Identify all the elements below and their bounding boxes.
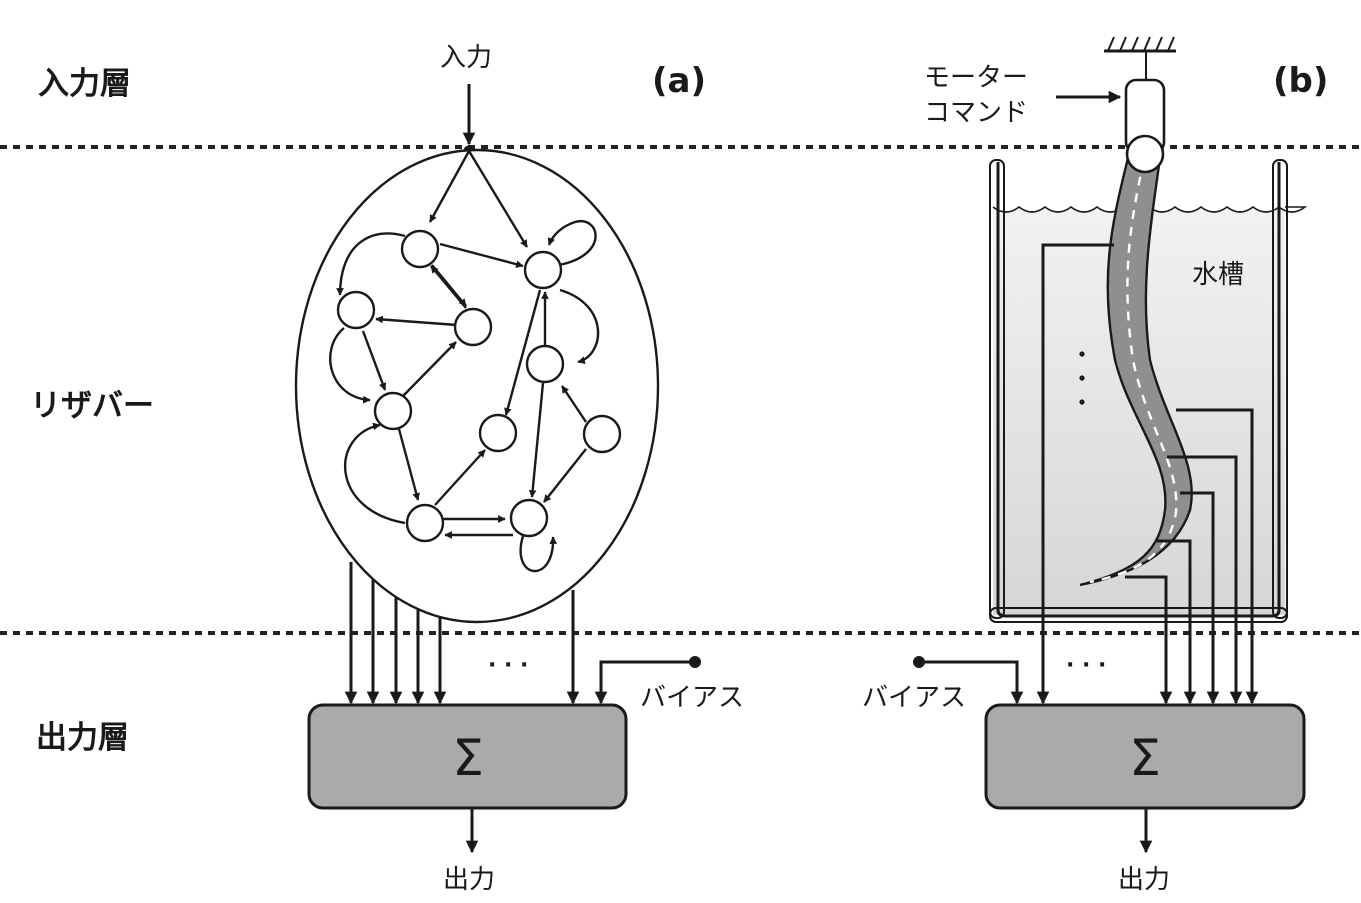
panel-b-tag: (b) [1273,61,1328,101]
reservoir-node [478,413,518,453]
reservoir-node [453,307,493,347]
bias-line-b [919,660,1024,705]
ellipsis-a: · · · [488,653,528,678]
reservoir-node [509,498,549,538]
ceiling-mount-icon [1104,36,1176,79]
bias-label-b: バイアス [862,683,966,713]
reservoir-node [400,229,440,269]
soft-body-arm [1079,156,1193,587]
reservoir-node [582,414,622,454]
output-label-b: 出力 [1118,865,1170,895]
reservoir-node [373,391,413,431]
motor-command-line1: モーター [924,63,1028,93]
arm-sensor-line [1089,159,1178,584]
sigma-b: Σ [1129,729,1161,787]
reservoir-node [336,290,376,330]
panel-a-tag: (a) [652,61,706,101]
bias-line-a [594,660,695,705]
reservoir-layer-label: リザバー [30,388,154,424]
reservoir-node [523,250,563,290]
sum-box-a [307,703,628,810]
sigma-a: Σ [452,729,484,787]
input-layer-label: 入力層 [38,66,131,102]
output-label-a: 出力 [443,865,495,895]
reservoir-nodes [336,229,622,543]
readout-lines-b [1036,243,1259,705]
bias-label-a: バイアス [640,683,744,713]
motor-joint [1125,134,1165,174]
bias-dot-a [689,656,701,668]
ellipsis-b: · · · [1066,653,1106,678]
bias-dot-b [913,656,925,668]
reservoir-node [405,503,445,543]
reservoir-ellipse [294,148,660,624]
motor-command-line2: コマンド [924,98,1028,128]
output-layer-label: 出力層 [36,720,129,756]
tank-label: 水槽 [1192,260,1244,290]
reservoir-edges [329,150,600,573]
readout-arrows-a [344,562,580,705]
reservoir-node [525,344,565,384]
input-label: 入力 [440,43,492,73]
panel-b: (b) モーター コマンド 水槽 [862,36,1328,895]
panel-a: (a) 入力 [294,43,744,895]
